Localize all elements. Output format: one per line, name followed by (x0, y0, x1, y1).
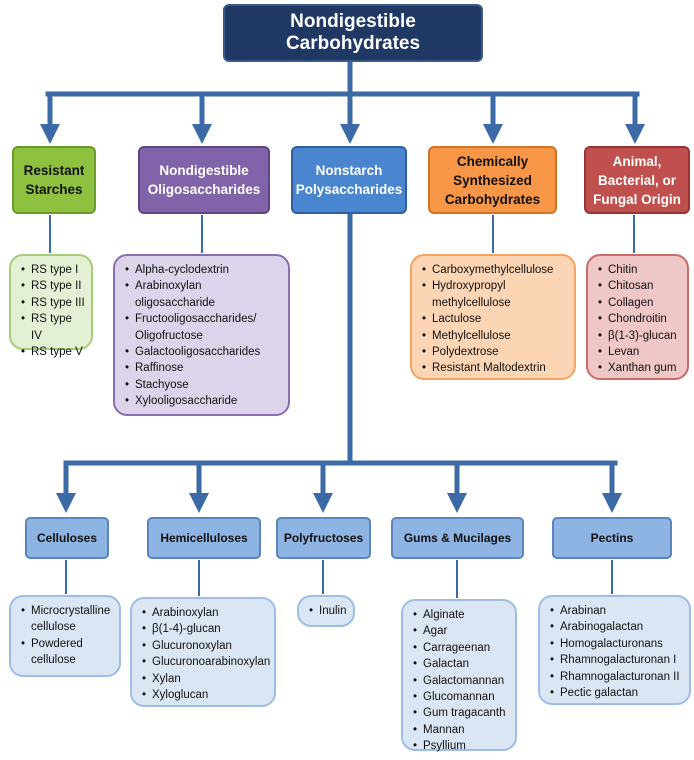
list-item: Raffinose (125, 360, 282, 377)
category-label: Chemically (456, 153, 529, 169)
category-label: Oligosaccharides (147, 182, 261, 197)
list-item: Rhamnogalacturonan II (550, 669, 683, 686)
list-item: Powdered cellulose (21, 636, 113, 669)
list-item: Alpha-cyclodextrin (125, 262, 282, 279)
list-item: Agar (413, 623, 509, 640)
list-hemicelluloses: Arabinoxylan β(1-4)-glucan Glucuronoxyla… (130, 597, 276, 707)
category-nondigestible-oligosaccharides: Nondigestible Oligosaccharides (138, 146, 270, 214)
list-item: Homogalacturonans (550, 636, 683, 653)
subcategory-label: Polyfructoses (283, 531, 364, 545)
list-item: Arabinogalactan (550, 619, 683, 636)
list-item: RS type IV (21, 311, 85, 344)
list-item: Methylcellulose (422, 328, 568, 345)
list-item: RS type V (21, 344, 85, 361)
category-label: Bacterial, or (597, 172, 677, 188)
root-title-line2: Carbohydrates (285, 33, 421, 54)
category-label: Starches (25, 182, 83, 197)
list-item: Hydroxypropyl methylcellulose (422, 278, 568, 311)
root-title-line1: Nondigestible (290, 11, 416, 32)
subcategory-pectins: Pectins (552, 517, 672, 559)
subcategory-label: Celluloses (36, 531, 98, 545)
list-item: Glucuronoarabinoxylan (142, 654, 270, 671)
list-item: Galactomannan (413, 673, 509, 690)
category-label: Carbohydrates (444, 191, 541, 207)
category-chemically-synthesized: Chemically Synthesized Carbohydrates (428, 146, 557, 214)
category-nonstarch-polysaccharides: Nonstarch Polysaccharides (291, 146, 407, 214)
list-item: Alginate (413, 607, 509, 624)
category-label: Nondigestible (159, 163, 249, 178)
list-item: Carrageenan (413, 640, 509, 657)
category-label: Synthesized (453, 172, 532, 188)
root-node: Nondigestible Carbohydrates (223, 4, 483, 62)
list-polyfructoses: Inulin (297, 595, 355, 627)
category-resistant-starches: Resistant Starches (12, 146, 96, 214)
list-item: Gum tragacanth (413, 705, 509, 722)
list-item: RS type I (21, 262, 85, 279)
category-label: Resistant (23, 163, 85, 178)
list-item: β(1-3)-glucan (598, 328, 681, 345)
subcategory-label: Hemicelluloses (160, 531, 248, 545)
list-item: Chondroitin (598, 311, 681, 328)
list-item: Levan (598, 344, 681, 361)
list-item: Fructooligosaccharides/ Oligofructose (125, 311, 282, 344)
subcategory-label: Pectins (590, 531, 634, 545)
subcategory-hemicelluloses: Hemicelluloses (147, 517, 261, 559)
category-label: Nonstarch (315, 163, 383, 178)
list-item: Arabinoxylan oligosaccharide (125, 278, 282, 311)
list-item: Xylan (142, 671, 268, 688)
list-item: RS type II (21, 278, 85, 295)
list-chemically-synthesized: Carboxymethylcellulose Hydroxypropyl met… (410, 254, 576, 380)
list-item: Xyloglucan (142, 687, 268, 704)
list-resistant-starches: RS type I RS type II RS type III RS type… (9, 254, 93, 361)
subcategory-polyfructoses: Polyfructoses (276, 517, 371, 559)
list-pectins: Arabinan Arabinogalactan Homogalacturona… (538, 595, 691, 705)
list-item: Arabinoxylan (142, 605, 268, 622)
list-item: Glucomannan (413, 689, 509, 706)
list-item: Pectic galactan (550, 685, 683, 702)
list-item: Galactan (413, 656, 509, 673)
list-item: Stachyose (125, 377, 282, 394)
list-item: Lactulose (422, 311, 568, 328)
list-item: Xylooligosaccharide (125, 393, 282, 410)
list-gums-mucilages: Alginate Agar Carrageenan Galactan Galac… (401, 599, 517, 755)
list-item: Carboxymethylcellulose (422, 262, 568, 279)
list-item: β(1-4)-glucan (142, 621, 268, 638)
list-nondigestible-oligosaccharides: Alpha-cyclodextrin Arabinoxylan oligosac… (113, 254, 290, 416)
list-item: RS type III (21, 295, 85, 312)
list-item: Polydextrose (422, 344, 568, 361)
subcategory-celluloses: Celluloses (25, 517, 109, 559)
category-label: Polysaccharides (295, 182, 403, 197)
list-item: Chitosan (598, 278, 681, 295)
list-item: Inulin (309, 603, 347, 620)
list-celluloses: Microcrystalline cellulose Powdered cell… (9, 595, 121, 677)
category-label: Animal, (612, 153, 662, 169)
list-item: Microcrystalline cellulose (21, 603, 113, 636)
list-item: Glucuronoxylan (142, 638, 268, 655)
subcategory-gums-mucilages: Gums & Mucilages (391, 517, 524, 559)
category-animal-bacterial-fungal: Animal, Bacterial, or Fungal Origin (584, 146, 690, 214)
list-item: Chitin (598, 262, 681, 279)
list-item: Resistant Maltodextrin (422, 360, 568, 377)
list-item: Xanthan gum (598, 360, 681, 377)
list-animal-bacterial-fungal: Chitin Chitosan Collagen Chondroitin β(1… (586, 254, 689, 380)
subcategory-label: Gums & Mucilages (403, 531, 512, 545)
list-item: Mannan (413, 722, 509, 739)
list-item: Collagen (598, 295, 681, 312)
list-item: Arabinan (550, 603, 683, 620)
list-item: Psyllium (413, 738, 509, 755)
list-item: Rhamnogalacturonan I (550, 652, 683, 669)
category-label: Fungal Origin (593, 191, 681, 207)
list-item: Galactooligosaccharides (125, 344, 282, 361)
